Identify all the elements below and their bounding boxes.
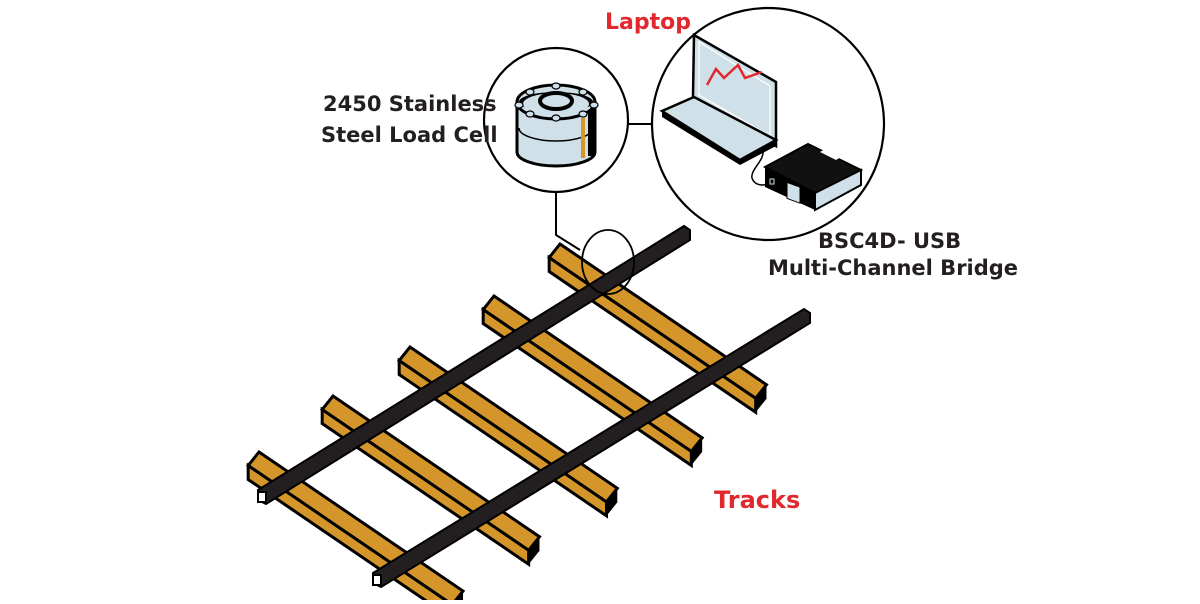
tracks-label: Tracks (714, 486, 801, 514)
load-cell-bolts (514, 82, 599, 122)
railroad-ties (245, 241, 769, 604)
load-cell-callout (482, 46, 630, 194)
laptop-label: Laptop (605, 10, 691, 35)
bridge-label-line2: Multi-Channel Bridge (768, 256, 1019, 280)
rail-end-cap (372, 574, 382, 586)
load-cell-icon (514, 82, 599, 168)
tie-end-face (755, 384, 767, 413)
load-cell-connector (555, 193, 581, 251)
load-cell-stripe (581, 118, 585, 158)
rail-body (257, 224, 691, 506)
rail-1 (257, 224, 691, 506)
bridge-port (786, 181, 801, 204)
screen-graph-line (705, 62, 763, 86)
load-cell-label-line1: 2450 Stainless (323, 92, 497, 116)
load-cell-label-line2: Steel Load Cell (321, 123, 498, 147)
rails (257, 224, 811, 589)
rail-body (372, 307, 811, 589)
bridge-icon (762, 142, 864, 212)
laptop-icon (659, 32, 779, 165)
tie-end-face (606, 488, 618, 516)
tie-end-face (691, 437, 703, 466)
load-cell-position-marker (581, 229, 635, 295)
bridge-label-line1: BSC4D- USB (818, 229, 962, 253)
laptop-bridge-callout (650, 6, 886, 242)
rail-2 (372, 307, 811, 589)
tie-end-face (528, 536, 540, 565)
rail-end-cap (257, 491, 267, 503)
